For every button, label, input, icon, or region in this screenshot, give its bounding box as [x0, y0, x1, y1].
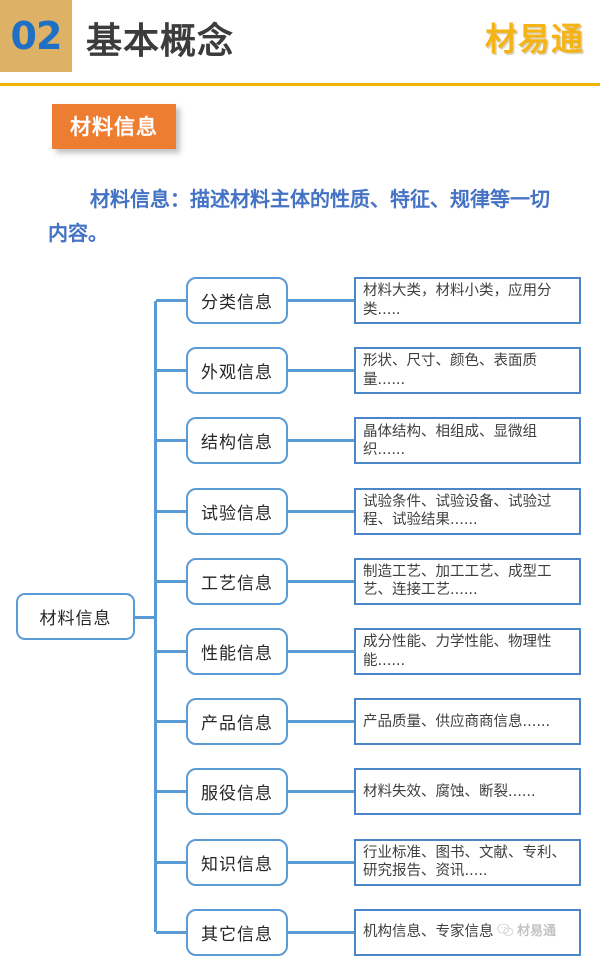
- branch-connector: [156, 790, 187, 794]
- tree-branch-row: 结构信息 晶体结构、相组成、显微组织......: [0, 417, 600, 465]
- section-number: 02: [10, 14, 63, 58]
- tree-node-description: 材料大类，材料小类，应用分类.....: [354, 277, 581, 324]
- tree-node-description: 晶体结构、相组成、显微组织......: [354, 417, 581, 465]
- tree-node-description: 产品质量、供应商商信息......: [354, 698, 581, 746]
- tree-node-label: 服役信息: [201, 784, 273, 805]
- tree-node[interactable]: 其它信息: [186, 908, 288, 956]
- tree-node-label: 知识信息: [201, 854, 273, 875]
- tree-branch-row: 服役信息 材料失效、腐蚀、断裂......: [0, 768, 600, 816]
- tree-branch-row: 试验信息 试验条件、试验设备、试验过程、试验结果......: [0, 487, 600, 535]
- tree-node-description-label: 材料失效、腐蚀、断裂......: [363, 783, 536, 800]
- tree-node[interactable]: 试验信息: [186, 487, 288, 535]
- branch-connector: [156, 579, 187, 583]
- mindmap-tree: 材料信息 分类信息 材料大类，材料小类，应用分类..... 外观信息 形状、尺寸、颜色…: [0, 262, 600, 960]
- tree-node[interactable]: 性能信息: [186, 628, 288, 675]
- tree-node-label: 性能信息: [201, 644, 273, 664]
- branch-connector: [156, 720, 187, 724]
- tree-node-description-label: 成分性能、力学性能、物理性能......: [363, 634, 552, 669]
- tree-node-description-label: 制造工艺、加工工艺、成型工艺、连接工艺......: [363, 564, 552, 599]
- tree-node-description-label: 产品质量、供应商商信息......: [363, 713, 551, 730]
- tree-node-description-label: 试验条件、试验设备、试验过程、试验结果......: [363, 493, 552, 529]
- tree-node-label: 外观信息: [201, 363, 273, 384]
- tree-node-label: 试验信息: [201, 503, 273, 524]
- tree-branch-row: 工艺信息 制造工艺、加工工艺、成型工艺、连接工艺......: [0, 557, 600, 605]
- tree-node-description-label: 材料大类，材料小类，应用分类.....: [363, 283, 552, 318]
- node-desc-connector: [288, 369, 355, 373]
- node-desc-connector: [288, 579, 355, 583]
- tree-branch-row: 性能信息 成分性能、力学性能、物理性能......: [0, 628, 600, 675]
- tree-node-label: 工艺信息: [201, 573, 273, 594]
- tree-branch-row: 外观信息 形状、尺寸、颜色、表面质量......: [0, 347, 600, 395]
- header-divider: [0, 83, 600, 86]
- definition-text: 材料信息：描述材料主体的性质、特征、规律等一切内容。: [48, 187, 550, 246]
- tree-branch-row: 产品信息 产品质量、供应商商信息......: [0, 698, 600, 746]
- tree-root-stub: [135, 616, 156, 620]
- tree-branch-row: 知识信息 行业标准、图书、文献、专利、研究报告、资讯.....: [0, 838, 600, 886]
- tree-node-description: 形状、尺寸、颜色、表面质量......: [354, 347, 581, 395]
- tree-root-label: 材料信息: [39, 608, 112, 629]
- tree-node[interactable]: 产品信息: [186, 698, 288, 746]
- tree-node-description: 行业标准、图书、文献、专利、研究报告、资讯.....: [354, 838, 581, 886]
- tree-branch-row: 其它信息 机构信息、专家信息: [0, 908, 600, 956]
- node-desc-connector: [288, 860, 355, 864]
- tree-node-description-label: 晶体结构、相组成、显微组织......: [363, 423, 537, 458]
- tree-branch-row: 分类信息 材料大类，材料小类，应用分类.....: [0, 277, 600, 324]
- branch-connector: [156, 299, 187, 302]
- section-number-badge: 02: [0, 0, 72, 72]
- tree-node-description-label: 机构信息、专家信息: [363, 924, 494, 941]
- branch-connector: [156, 509, 187, 513]
- node-desc-connector: [288, 650, 355, 653]
- brand-logo-text: 材易通: [484, 20, 584, 58]
- branch-connector: [156, 439, 187, 443]
- tree-node[interactable]: 服役信息: [186, 768, 288, 816]
- tree-node[interactable]: 工艺信息: [186, 557, 288, 605]
- tree-node-label: 产品信息: [201, 714, 273, 735]
- tree-root-node: 材料信息: [16, 592, 135, 640]
- tree-node[interactable]: 外观信息: [186, 347, 288, 395]
- tree-node-description-label: 形状、尺寸、颜色、表面质量......: [363, 353, 537, 388]
- tree-node[interactable]: 知识信息: [186, 838, 288, 886]
- tree-trunk-line: [154, 300, 157, 933]
- tree-node[interactable]: 分类信息: [186, 277, 288, 324]
- tree-node-description: 机构信息、专家信息: [354, 908, 581, 956]
- tree-node-description-label: 行业标准、图书、文献、专利、研究报告、资讯.....: [363, 844, 566, 880]
- node-desc-connector: [288, 720, 355, 724]
- branch-connector: [156, 650, 187, 653]
- tree-node-description: 试验条件、试验设备、试验过程、试验结果......: [354, 487, 581, 535]
- tree-node-description: 材料失效、腐蚀、断裂......: [354, 768, 581, 816]
- page-title: 基本概念: [86, 21, 235, 62]
- tree-node-label: 分类信息: [201, 293, 273, 313]
- section-tab: 材料信息: [52, 104, 176, 149]
- node-desc-connector: [288, 790, 355, 794]
- node-desc-connector: [288, 439, 355, 443]
- tree-node-label: 其它信息: [201, 924, 273, 945]
- section-tab-label: 材料信息: [70, 115, 158, 139]
- branch-connector: [156, 860, 187, 864]
- tree-node-label: 结构信息: [201, 433, 273, 454]
- tree-node-description: 成分性能、力学性能、物理性能......: [354, 628, 581, 675]
- tree-node-description: 制造工艺、加工工艺、成型工艺、连接工艺......: [354, 557, 581, 605]
- node-desc-connector: [288, 299, 355, 302]
- branch-connector: [156, 930, 187, 934]
- tree-node[interactable]: 结构信息: [186, 417, 288, 465]
- node-desc-connector: [288, 930, 355, 934]
- branch-connector: [156, 369, 187, 373]
- node-desc-connector: [288, 509, 355, 513]
